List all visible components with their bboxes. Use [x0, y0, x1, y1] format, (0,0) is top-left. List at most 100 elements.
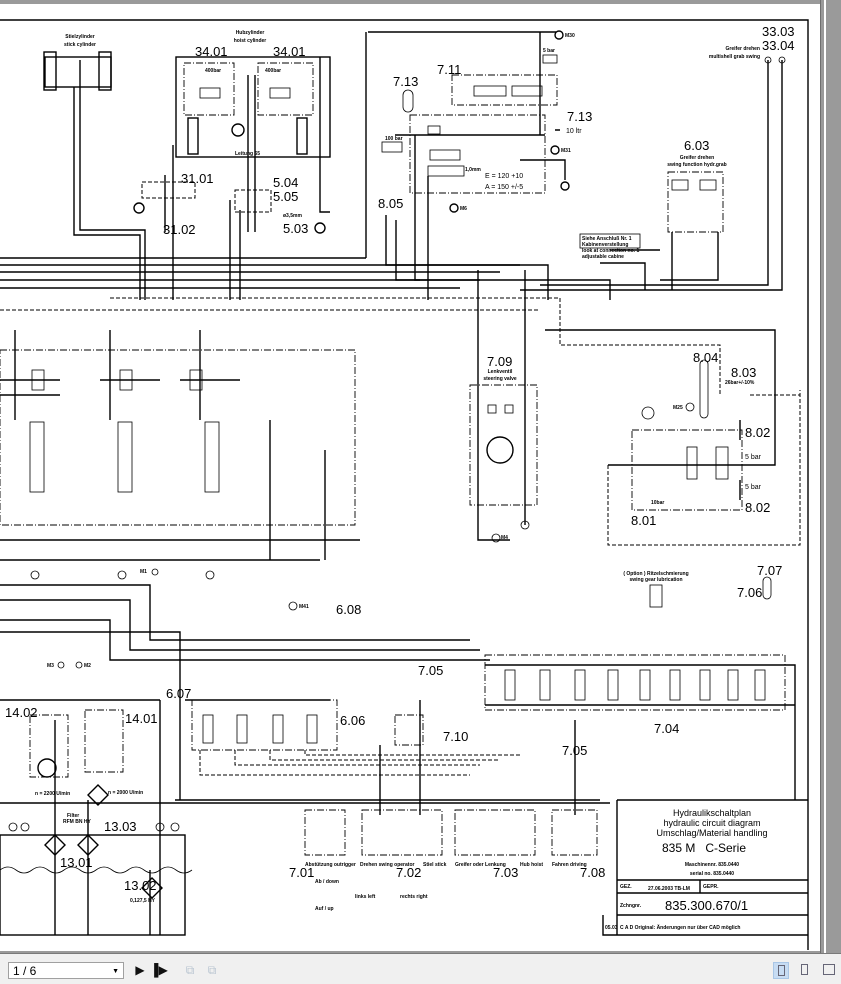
- label: 1,0mm: [465, 167, 481, 173]
- label: Greifer drehen: [726, 46, 760, 52]
- label: 10 ltr: [566, 128, 582, 135]
- rotate-right-icon: ⧉: [207, 963, 217, 977]
- label: M3: [47, 663, 54, 669]
- label: Stielzylinder: [65, 34, 95, 40]
- label: Hubzylinder: [236, 30, 265, 36]
- title-line-3: Umschlag/Material handling: [656, 828, 767, 838]
- label: 26bar+/-10%: [725, 380, 755, 386]
- label: A = 150 +/-5: [485, 184, 523, 191]
- main-control-valve: [0, 330, 490, 661]
- label: Greifer drehen: [680, 155, 714, 161]
- hydraulic-circuit-diagram: Hydraulikschaltplan hydraulic circuit di…: [0, 19, 809, 950]
- page-number-select[interactable]: 1 / 6 ▼: [8, 962, 124, 979]
- label: swing function hydr.grab: [667, 162, 726, 168]
- label: 8.03: [731, 365, 756, 380]
- drawn-by-value: 27.06.2003 TB-LM: [648, 886, 690, 892]
- label: 13.02: [124, 878, 157, 893]
- label: 14.01: [125, 711, 158, 726]
- label: 5 bar: [745, 484, 762, 491]
- pilot-control-valves: [0, 576, 796, 856]
- label: ø3,5mm: [283, 213, 302, 219]
- last-page-button[interactable]: ▌▶: [152, 963, 168, 977]
- label: 5 bar: [745, 454, 762, 461]
- label: 8.04: [693, 350, 718, 365]
- label: 100 bar: [385, 136, 403, 142]
- label: Auf / up: [315, 906, 334, 912]
- label: M30: [565, 33, 575, 39]
- label: Leitung 65: [235, 151, 260, 157]
- pilot-lines: [0, 297, 721, 395]
- revision: 05.03: [605, 925, 618, 931]
- label: M31: [561, 148, 571, 154]
- label: Stiel stick: [423, 862, 447, 868]
- rotate-left-icon: ⧉: [185, 963, 195, 977]
- skip-end-icon: ▌▶: [154, 963, 168, 977]
- label: adjustable cabine: [582, 254, 624, 260]
- label: 7.09: [487, 354, 512, 369]
- drawing-number: 835.300.670/1: [665, 898, 748, 913]
- continuous-view-button[interactable]: [797, 962, 813, 979]
- label: 13.01: [60, 855, 93, 870]
- label: links left: [355, 894, 376, 900]
- label: Kabinenverstellung: [582, 242, 628, 248]
- label: 33.03: [762, 24, 795, 39]
- label: Lenkventil: [488, 369, 513, 375]
- label: 7.10: [443, 729, 468, 744]
- page-gutter: [820, 0, 841, 953]
- label: 31.02: [163, 222, 196, 237]
- title-line-2: hydraulic circuit diagram: [663, 818, 760, 828]
- play-icon: ▶: [135, 963, 145, 977]
- valve-8-01: [545, 329, 801, 546]
- title-line-1: Hydraulikschaltplan: [673, 808, 751, 818]
- label: 400bar: [205, 68, 221, 74]
- pdf-viewer-toolbar: 1 / 6 ▼ ▶ ▌▶ ⧉ ⧉: [0, 953, 841, 984]
- label: 5 bar: [543, 48, 555, 54]
- label: 7.13: [567, 109, 592, 124]
- label: 7.01: [289, 865, 314, 880]
- label: Fahren driving: [552, 862, 587, 868]
- label: Siehe Anschluß Nr. 1: [582, 236, 632, 242]
- label: steering valve: [483, 376, 517, 382]
- label: Hub hoist: [520, 862, 543, 868]
- label: M2: [84, 663, 91, 669]
- grab-swing-valves: [520, 56, 786, 291]
- label: 7.05: [562, 743, 587, 758]
- machine-number: Maschinennr. 835.0440: [685, 862, 739, 868]
- facing-view-button[interactable]: [821, 962, 837, 979]
- label: 31.01: [181, 171, 214, 186]
- facing-pages-icon: [823, 964, 835, 975]
- rotate-right-button[interactable]: ⧉: [205, 963, 219, 977]
- label: 14.02: [5, 705, 38, 720]
- label: 7.06: [737, 585, 762, 600]
- label: stick cylinder: [64, 42, 96, 48]
- label: M41: [299, 604, 309, 610]
- tank-and-pumps: [0, 661, 193, 936]
- label: 8.05: [378, 196, 403, 211]
- checked-label: GEPR.: [703, 884, 719, 890]
- label: swing gear lubrication: [629, 577, 682, 583]
- label: M4: [501, 535, 508, 541]
- label: Drehen swing operator: [360, 862, 415, 868]
- label: 400bar: [265, 68, 281, 74]
- label: ( Option ) Ritzelschmierung: [623, 571, 688, 577]
- label: 5.04: [273, 175, 298, 190]
- label: 6.06: [340, 713, 365, 728]
- steering-valve: [469, 270, 538, 543]
- rotate-left-button[interactable]: ⧉: [183, 963, 197, 977]
- single-page-view-button[interactable]: [773, 962, 789, 979]
- label: 33.04: [762, 38, 795, 53]
- next-page-button[interactable]: ▶: [133, 963, 147, 977]
- continuous-page-icon: [801, 964, 808, 975]
- label: n = 2000 U/min: [108, 790, 143, 796]
- stick-cylinder: [43, 51, 146, 300]
- drawn-by-label: GEZ.: [620, 884, 632, 890]
- label: 6.07: [166, 686, 191, 701]
- hoist-cylinder-assembly: [133, 56, 331, 300]
- label: RFM BN HY: [63, 819, 91, 825]
- valve-group-7-11: [0, 30, 611, 300]
- component-labels: Stielzylinder stick cylinder Hubzylinder…: [5, 24, 795, 893]
- label: 8.02: [745, 425, 770, 440]
- label: 6.08: [336, 602, 361, 617]
- label: hoist cylinder: [234, 38, 267, 44]
- cad-note: C A D Original: Änderungen nur über CAD …: [620, 924, 740, 931]
